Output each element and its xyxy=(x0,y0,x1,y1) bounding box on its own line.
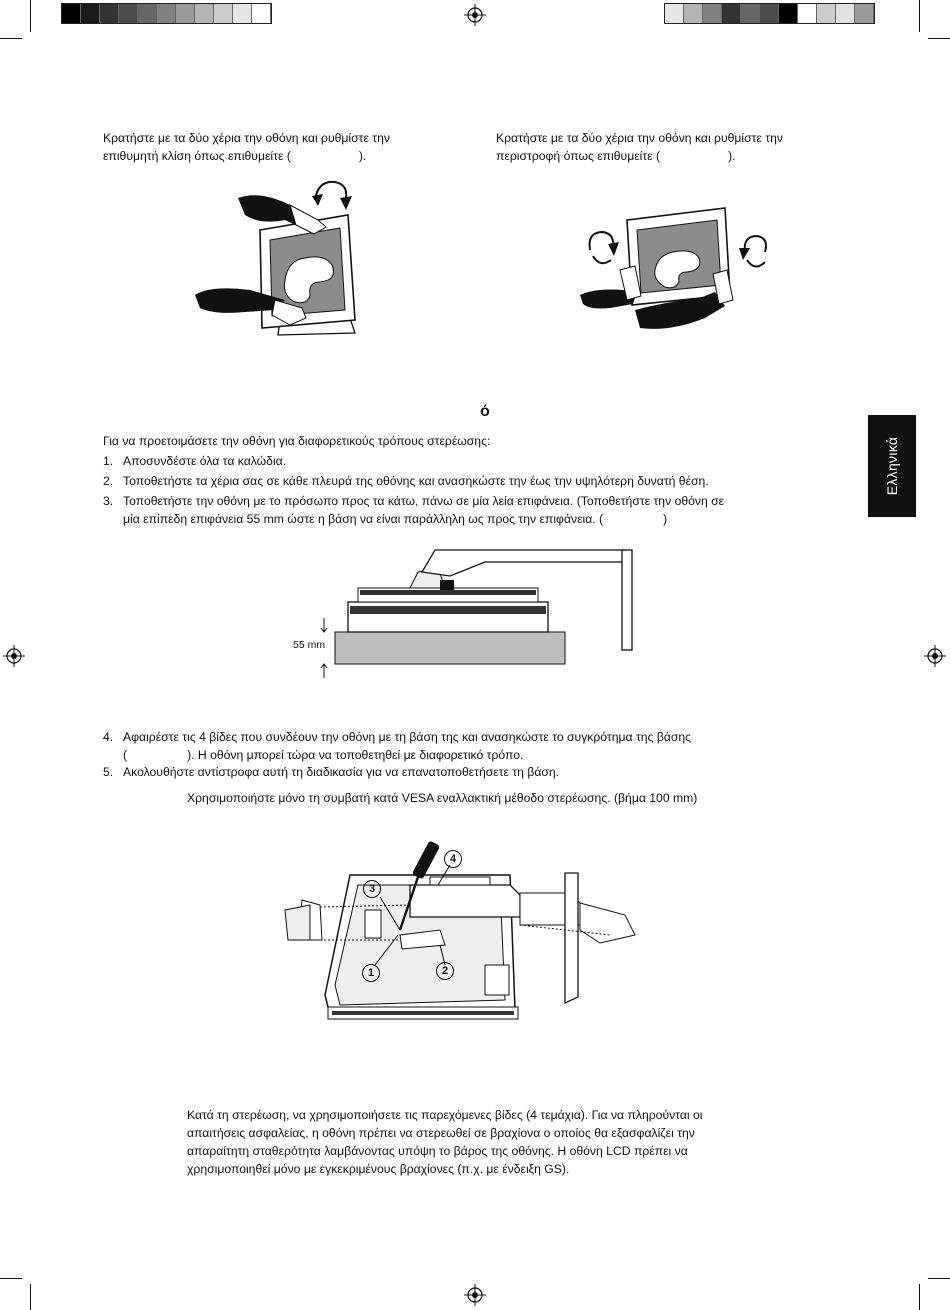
tilt-line-1: Κρατήστε με τα δύο χέρια την οθόνη και ρ… xyxy=(103,131,390,145)
crop-mark xyxy=(30,0,31,32)
step-text: ( xyxy=(123,748,128,762)
tilt-line-2-close: ). xyxy=(358,149,367,163)
section-heading: ό xyxy=(480,403,490,420)
vesa-note: Χρησιμοποιήστε μόνο τη συμβατή κατά VESA… xyxy=(187,791,698,805)
crop-mark xyxy=(919,1284,920,1310)
callout-1: 1 xyxy=(362,964,380,982)
registration-target-icon xyxy=(464,4,486,26)
registration-target-icon xyxy=(924,645,946,667)
warning-line: απαιτήσεις ασφαλείας, η οθόνη πρέπει να … xyxy=(187,1126,695,1140)
callout-number: 4 xyxy=(449,853,457,865)
step-text: Ακολουθήστε αντίστροφα αυτή τη διαδικασί… xyxy=(123,765,560,779)
step-text: Τοποθετήστε την οθόνη με το πρόσωπο προς… xyxy=(123,494,725,508)
step-number: 2. xyxy=(103,474,114,488)
crop-mark xyxy=(928,1278,950,1279)
step-text: Αποσυνδέστε όλα τα καλώδια. xyxy=(123,454,287,468)
tilt-line-2: επιθυμητή κλίση όπως επιθυμείτε ( xyxy=(103,149,291,163)
step-text: μία επίπεδη επιφάνεια 55 mm ώστε η βάση … xyxy=(123,512,604,526)
swivel-line-2-close: ). xyxy=(728,149,736,163)
callout-number: 1 xyxy=(367,967,375,979)
warning-line: απαραίτητη σταθερότητα λαμβάνοντας υπόψη… xyxy=(187,1144,688,1158)
callout-2: 2 xyxy=(436,962,454,980)
step-text: ). Η οθόνη μπορεί τώρα να τοποθετηθεί με… xyxy=(187,748,524,762)
warning-line: χρησιμοποιηθεί μόνο με εγκεκριμένους βρα… xyxy=(187,1162,570,1176)
step-text: Τοποθετήστε τα χέρια σας σε κάθε πλευρά … xyxy=(123,474,709,488)
callout-number: 3 xyxy=(368,883,376,895)
warning-line: Κατά τη στερέωση, να χρησιμοποιήσετε τις… xyxy=(187,1108,703,1122)
callout-4: 4 xyxy=(444,850,462,868)
swivel-instructions: Κρατήστε με τα δύο χέρια την οθόνη και ρ… xyxy=(496,129,866,165)
language-tab: Ελληνικά xyxy=(868,415,916,517)
face-down-monitor-illustration xyxy=(320,549,633,678)
step-text: ) xyxy=(663,512,668,526)
step-number: 4. xyxy=(103,730,114,744)
step-number: 5. xyxy=(103,765,114,779)
color-registration-bar-left xyxy=(61,3,272,24)
step-number: 3. xyxy=(103,494,114,508)
callout-number: 2 xyxy=(441,965,449,977)
crop-mark xyxy=(30,1284,31,1310)
crop-mark xyxy=(919,0,920,32)
step-text: Αφαιρέστε τις 4 βίδες που συνδέουν την ο… xyxy=(123,730,692,744)
swivel-illustration xyxy=(580,207,767,329)
crop-mark xyxy=(928,38,950,39)
language-tab-label: Ελληνικά xyxy=(884,436,900,496)
mounting-warning: Κατά τη στερέωση, να χρησιμοποιήσετε τις… xyxy=(187,1106,827,1178)
tilt-instructions: Κρατήστε με τα δύο χέρια την οθόνη και ρ… xyxy=(103,129,463,165)
color-registration-bar-right xyxy=(664,3,875,24)
registration-target-icon xyxy=(3,645,25,667)
crop-mark xyxy=(0,38,22,39)
step-number: 1. xyxy=(103,454,114,468)
tilt-illustration xyxy=(195,180,356,336)
swivel-line-2: περιστροφή όπως επιθυμείτε ( xyxy=(496,149,661,163)
crop-mark xyxy=(0,1278,22,1279)
mounting-intro: Για να προετοιμάσετε την οθόνη για διαφο… xyxy=(103,434,491,448)
registration-target-icon xyxy=(464,1284,486,1306)
dimension-label-55mm: 55 mm xyxy=(293,639,326,651)
callout-3: 3 xyxy=(363,880,381,898)
swivel-line-1: Κρατήστε με τα δύο χέρια την οθόνη και ρ… xyxy=(496,131,783,145)
